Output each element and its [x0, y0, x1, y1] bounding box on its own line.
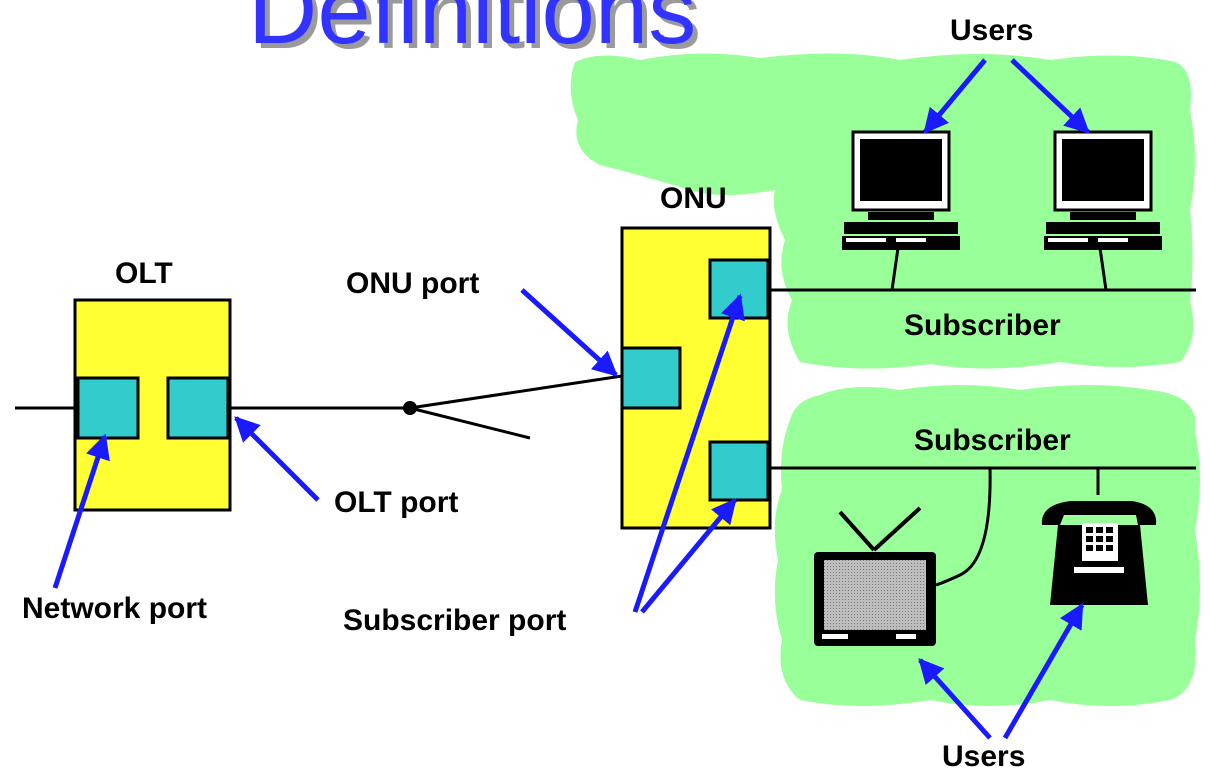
television-icon: [814, 506, 936, 646]
arrow-subscriber-port-bottom: [640, 498, 737, 614]
subscriber-port-label: Subscriber port: [343, 604, 566, 637]
subscriber-top-label: Subscriber: [904, 309, 1061, 342]
fiber-to-onu: [409, 374, 623, 410]
page-title: Definitions: [248, 0, 696, 64]
olt-network-port: [76, 376, 140, 440]
olt-label: OLT: [115, 257, 173, 290]
arrow-users-top-right: [1010, 58, 1090, 134]
onu-label: ONU: [660, 182, 727, 215]
arrow-network-port: [52, 433, 110, 589]
arrow-users-bottom-right: [1002, 602, 1085, 740]
arrow-olt-port: [234, 416, 320, 502]
arrow-users-top-left: [923, 58, 987, 134]
splitter-node: [403, 401, 417, 415]
onu-subscriber-port-bottom: [708, 440, 770, 502]
olt-port: [166, 376, 230, 440]
arrow-onu-port: [520, 288, 618, 377]
computer-icon: [842, 130, 960, 250]
telephone-icon: [1041, 501, 1157, 605]
users-bottom-label: Users: [942, 740, 1025, 773]
computer-drop-2: [1098, 247, 1108, 291]
onu-port-label: ONU port: [346, 267, 479, 300]
users-top-label: Users: [950, 14, 1033, 47]
onu-subscriber-port-top: [708, 258, 770, 320]
olt-port-label: OLT port: [334, 486, 458, 519]
arrow-users-bottom-left: [918, 658, 992, 740]
subscriber-bottom-label: Subscriber: [914, 424, 1071, 457]
computer-drop-1: [890, 247, 900, 291]
tv-drop: [935, 467, 992, 587]
arrow-subscriber-port-top: [632, 293, 745, 613]
network-port-label: Network port: [22, 592, 207, 625]
computer-icon: [1044, 130, 1162, 250]
fiber-branch: [409, 406, 531, 440]
onu-network-port: [620, 346, 682, 410]
